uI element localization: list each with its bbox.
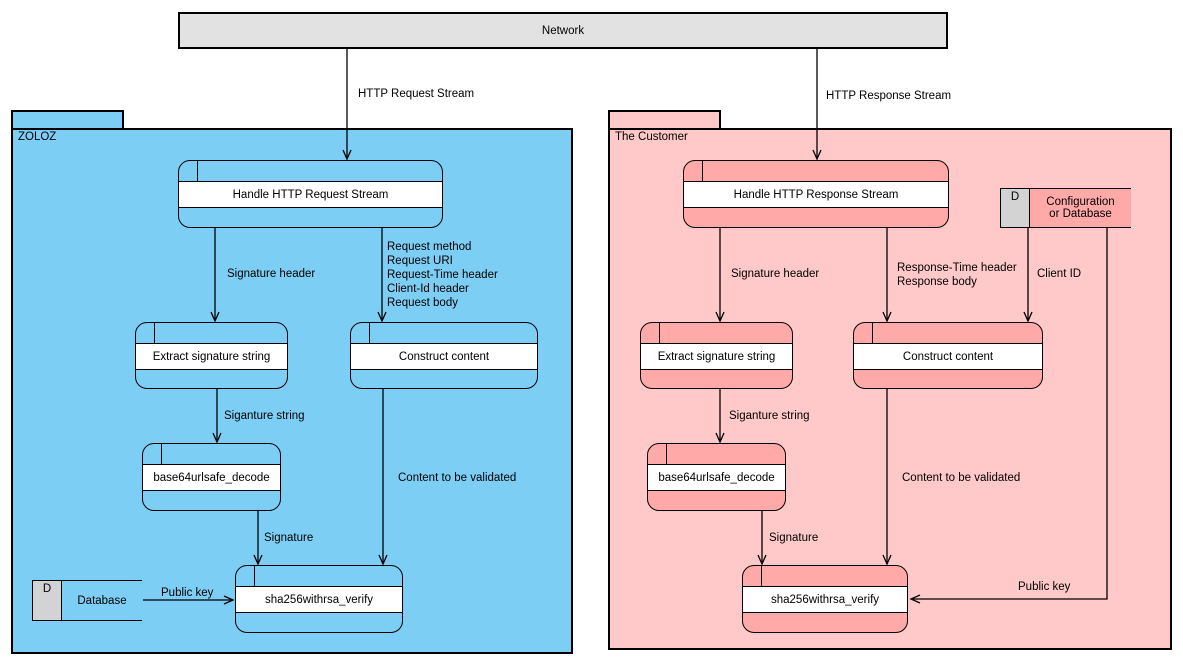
- process-label: sha256withrsa_verify: [743, 586, 907, 613]
- edge-label-content-to-be-validated-zoloz: Content to be validated: [398, 472, 517, 484]
- process-construct-content-customer: Construct content: [853, 322, 1043, 389]
- process-label: Handle HTTP Request Stream: [179, 181, 442, 208]
- process-label: Extract signature string: [136, 343, 287, 370]
- process-id-divider: [666, 444, 667, 464]
- customer-package-title: The Customer: [615, 131, 688, 143]
- process-id-divider: [702, 161, 703, 181]
- edge-label-http-response-stream: HTTP Response Stream: [826, 90, 952, 102]
- datastore-id: D: [32, 581, 62, 620]
- process-extract-signature-string-customer: Extract signature string: [640, 322, 793, 389]
- edge-label-http-request-stream: HTTP Request Stream: [358, 88, 475, 100]
- process-label: sha256withrsa_verify: [236, 586, 402, 613]
- edge-label-content-to-be-validated-customer: Content to be validated: [902, 472, 1021, 484]
- process-base64urlsafe-decode-customer: base64urlsafe_decode: [647, 443, 786, 511]
- network-entity: Network: [178, 12, 948, 49]
- edge-label-response-parts: Response-Time header Response body: [897, 262, 1017, 288]
- network-label: Network: [541, 24, 585, 37]
- edge-label-signature-zoloz: Signature: [264, 532, 314, 544]
- process-id-divider: [659, 323, 660, 343]
- datastore-id: D: [1000, 189, 1030, 227]
- edge-label-siganture-string-zoloz: Siganture string: [224, 410, 305, 422]
- process-id-divider: [197, 161, 198, 181]
- process-id-divider: [872, 323, 873, 343]
- process-construct-content-zoloz: Construct content: [350, 322, 538, 389]
- datastore-label: Configuration or Database: [1030, 189, 1131, 227]
- datastore-database: D Database: [32, 580, 142, 621]
- datastore-configuration-or-database: D Configuration or Database: [1000, 188, 1131, 228]
- edge-label-client-id: Client ID: [1037, 268, 1082, 280]
- process-id-divider: [254, 566, 255, 586]
- process-extract-signature-string-zoloz: Extract signature string: [135, 322, 288, 389]
- process-handle-http-request-stream: Handle HTTP Request Stream: [178, 160, 443, 228]
- customer-package-tab: [608, 110, 721, 128]
- process-sha256withrsa-verify-zoloz: sha256withrsa_verify: [235, 565, 403, 633]
- process-label: Construct content: [351, 343, 537, 370]
- edge-label-request-parts: Request method Request URI Request-Time …: [387, 241, 498, 309]
- process-label: Extract signature string: [641, 343, 792, 370]
- process-base64urlsafe-decode-zoloz: base64urlsafe_decode: [142, 443, 281, 511]
- edge-label-signature-header-customer: Signature header: [731, 268, 820, 280]
- process-id-divider: [369, 323, 370, 343]
- process-label: base64urlsafe_decode: [648, 464, 785, 491]
- process-sha256withrsa-verify-customer: sha256withrsa_verify: [742, 565, 908, 633]
- process-label: base64urlsafe_decode: [143, 464, 280, 491]
- process-id-divider: [761, 566, 762, 586]
- edge-label-siganture-string-customer: Siganture string: [729, 410, 810, 422]
- zoloz-package-title: ZOLOZ: [18, 131, 57, 143]
- process-label: Construct content: [854, 343, 1042, 370]
- edge-label-public-key-zoloz: Public key: [161, 587, 214, 599]
- edge-label-public-key-customer: Public key: [1018, 581, 1071, 593]
- process-label: Handle HTTP Response Stream: [684, 181, 948, 208]
- process-id-divider: [154, 323, 155, 343]
- datastore-label: Database: [62, 581, 142, 620]
- edge-label-signature-header-zoloz: Signature header: [227, 268, 316, 280]
- process-id-divider: [161, 444, 162, 464]
- zoloz-package-tab: [11, 110, 124, 128]
- process-handle-http-response-stream: Handle HTTP Response Stream: [683, 160, 949, 228]
- edge-label-signature-customer: Signature: [769, 532, 819, 544]
